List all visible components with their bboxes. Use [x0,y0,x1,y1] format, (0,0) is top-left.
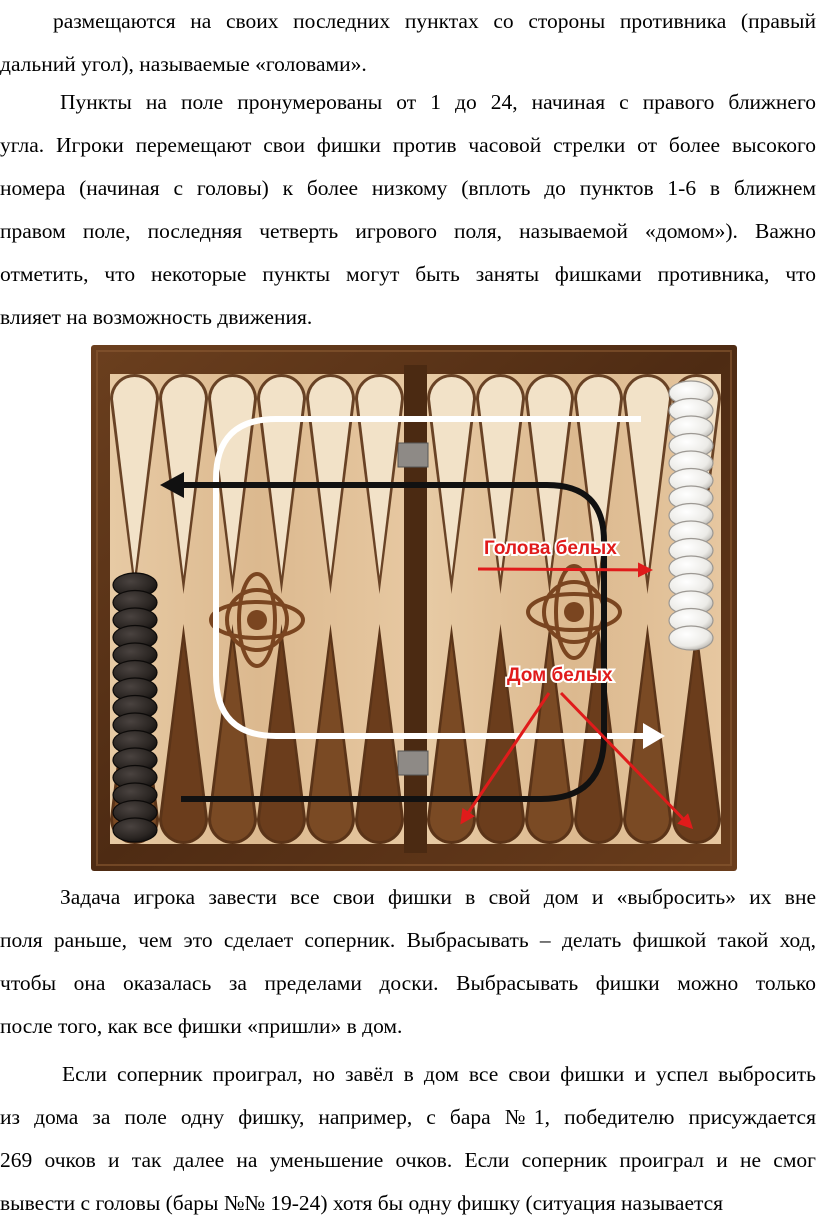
white-checker [668,625,714,651]
black-checker [112,817,158,843]
text-line: влияет на возможность движения. [0,305,313,329]
text-line: размещаются на своих последних пунктах с… [53,9,816,33]
board-point-inner [479,377,522,576]
ornament-loop [554,564,594,660]
checkers [112,380,714,843]
text-line: отметить, что некоторые пункты могут быт… [0,262,816,286]
board-point-inner [430,377,473,576]
ornament-center [564,602,584,622]
board-point-inner [577,642,620,841]
text-line: чтобы она оказалась за пределами доски. … [0,971,816,995]
center-bar [404,365,427,853]
ornament-ring [225,588,289,652]
ornament-loop [526,592,622,632]
white-movement-path [213,416,649,739]
paragraph-1: размещаются на своих последних пунктах с… [0,0,816,86]
board-point-inner [430,642,473,841]
text-line: угла. Игроки перемещают свои фишки проти… [0,133,816,157]
text-line: Задача игрока завести все свои фишки в с… [60,885,816,909]
ornament-loop [209,600,305,640]
board-point-inner [479,642,522,841]
text-line: из дома за поле одну фишку, например, с … [0,1105,816,1129]
board-point-inner [260,642,303,841]
text-line: после того, как все фишки «пришли» в дом… [0,1014,403,1038]
board-point-inner [358,642,401,841]
white-path-arrowhead [643,723,665,749]
label-head-white: Голова белых [484,538,617,559]
text-line: Пункты на поле пронумерованы от 1 до 24,… [60,90,816,114]
text-line: дальний угол), называемые «головами». [0,52,367,76]
text-line: Если соперник проиграл, но завёл в дом в… [62,1062,816,1086]
label-home-white: Дом белых [507,665,613,686]
board-point-inner [528,377,571,576]
board-point-inner [309,377,352,576]
text-line: 269 очков и так далее на уменьшение очко… [0,1148,816,1172]
head-arrow [477,562,653,578]
board-point-inner [211,642,254,841]
hinge-top [397,442,429,468]
board-point-inner [162,642,205,841]
board-point-inner [358,377,401,576]
board-point-inner [577,377,620,576]
hinge-bottom [397,750,429,776]
board-point-inner [113,377,156,576]
paragraph-2: Пункты на поле пронумерованы от 1 до 24,… [0,81,816,339]
board-point-inner [626,377,669,576]
board-point-inner [675,642,718,841]
text-line: вывести с головы (бары №№ 19-24) хотя бы… [0,1191,724,1215]
text-line: номера (начиная с головы) к более низком… [0,176,816,200]
board-point-inner [260,377,303,576]
black-movement-path [179,482,607,802]
text-line: поля раньше, чем это сделает соперник. В… [0,928,816,952]
black-path-arrowhead [160,472,184,498]
ornament-center [247,610,267,630]
paragraph-4: Если соперник проиграл, но завёл в дом в… [0,1053,816,1225]
board-point-inner [528,642,571,841]
board-point-inner [309,642,352,841]
ornament-loop [237,572,277,668]
paragraph-3: Задача игрока завести все свои фишки в с… [0,876,816,1048]
home-arrow-right [559,691,694,830]
backgammon-board-figure: Голова белых Дом белых [91,345,737,871]
home-arrow-left [460,692,551,825]
text-line: правом поле, последняя четверть игрового… [0,219,816,243]
left-field [110,374,404,844]
